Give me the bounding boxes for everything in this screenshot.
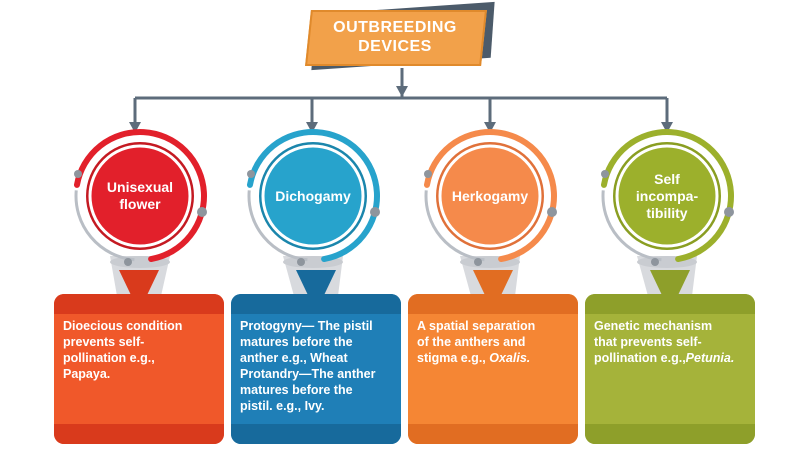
description-line-text: stigma e.g., [417,351,490,365]
device-label: Dichogamy [263,161,363,231]
title-line-2: DEVICES [358,38,432,55]
description-line: prevents self- [63,334,218,350]
description-line-text: prevents self- [63,335,145,349]
pointer-triangle [296,270,336,312]
description-line-text: pistil. e.g., Ivy. [240,399,325,413]
description-line-text: of the anthers and [417,335,526,349]
box-bottom-strip [408,424,578,444]
device-circle [615,144,719,248]
outer-ring-gray-arc [601,190,662,262]
description-line: pollination e.g.,Petunia. [594,350,749,366]
description-line-text: that prevents self- [594,335,702,349]
example-species: Oxalis. [489,351,531,365]
outer-ring-gray-arc [74,190,135,262]
description-line: that prevents self- [594,334,749,350]
description-line: pistil. e.g., Ivy. [240,398,395,414]
description-text: Dioecious condition prevents self-pollina… [63,318,218,382]
ring-knob [601,170,609,178]
description-line: Dioecious condition [63,318,218,334]
pointer-triangle [119,270,159,312]
box-top-strip [231,294,401,314]
description-line-text: pollination e.g., [63,351,155,365]
device-label: Herkogamy [440,161,540,231]
device-circle [261,144,365,248]
device-label-line: flower [119,196,161,212]
page-title: OUTBREEDING DEVICES [310,12,480,62]
ring-knob [474,258,482,266]
ring-knob [547,207,557,217]
box-top-strip [408,294,578,314]
outer-ring-arc [423,129,557,263]
description-line: matures before the [240,334,395,350]
ring-knob [370,207,380,217]
description-text: Genetic mechanism that prevents self-poll… [594,318,749,366]
description-line-text: matures before the [240,383,353,397]
device-label-line: Unisexual [106,179,174,195]
description-line: Papaya. [63,366,218,382]
description-line-text: Protandry—The anther [240,367,376,381]
description-line-text: Dioecious condition [63,319,183,333]
device-label-line: Dichogamy [275,187,351,204]
box-bottom-strip [54,424,224,444]
description-line-text: anther e.g., Wheat [240,351,348,365]
description-line: Protogyny— The pistil [240,318,395,334]
device-label-line: Self [654,170,680,187]
ring-knob [424,170,432,178]
description-line-text: A spatial separation [417,319,536,333]
description-box: Genetic mechanism that prevents self-poll… [585,294,755,444]
outer-ring-arc [246,129,380,263]
box-bottom-strip [585,424,755,444]
description-line-text: Papaya. [63,367,111,381]
box-bottom-strip [231,424,401,444]
description-box: Dioecious condition prevents self-pollina… [54,294,224,444]
ring-knob [197,207,207,217]
outer-ring-gray-arc [247,190,308,262]
description-line: stigma e.g., Oxalis. [417,350,572,366]
description-line: matures before the [240,382,395,398]
pointer-triangle [650,270,690,312]
pointer-triangle [473,270,513,312]
device-label-line: incompa- [635,187,699,204]
description-box: Protogyny— The pistil matures before the a… [231,294,401,444]
example-species: Petunia. [685,351,735,365]
ring-knob [651,258,659,266]
outer-ring-arc [600,129,734,263]
ring-knob [247,170,255,178]
description-line-text: pollination e.g., [594,351,686,365]
description-line-text: Genetic mechanism [594,319,713,333]
title-line-1: OUTBREEDING [333,19,457,36]
title-banner: OUTBREEDING DEVICES [300,1,500,71]
outer-ring-gray-arc [424,190,485,262]
description-line: Genetic mechanism [594,318,749,334]
ring-knob [297,258,305,266]
ring-knob [124,258,132,266]
description-line-text: Protogyny— The pistil [240,319,373,333]
box-top-strip [585,294,755,314]
description-line: A spatial separation [417,318,572,334]
description-line-text: matures before the [240,335,353,349]
description-line: pollination e.g., [63,350,218,366]
description-line: anther e.g., Wheat [240,350,395,366]
description-line: Protandry—The anther [240,366,395,382]
device-label-line: Herkogamy [451,187,529,204]
ring-knob [74,170,82,178]
box-top-strip [54,294,224,314]
device-circle [438,144,542,248]
description-line: of the anthers and [417,334,572,350]
outer-ring-arc [73,129,207,263]
device-label-text: Herkogamy [452,188,528,205]
ring-knob [724,207,734,217]
device-label-text: Dichogamy [275,188,350,205]
description-text: Protogyny— The pistil matures before the a… [240,318,395,414]
device-circle [88,144,192,248]
device-label-line: tibility [646,204,688,221]
